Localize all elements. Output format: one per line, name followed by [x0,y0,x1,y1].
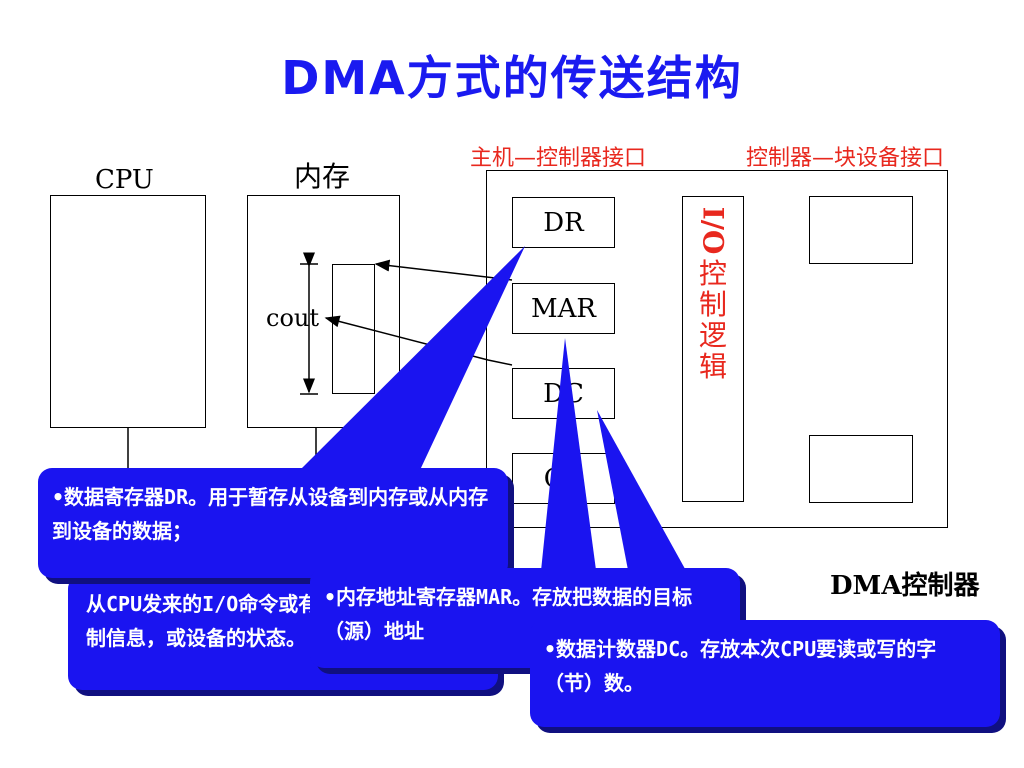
host-interface-label: 主机—控制器接口 [470,146,647,171]
device-interface-label: 控制器—块设备接口 [746,146,945,171]
memory-label: 内存 [294,160,351,193]
cpu-box [50,195,206,428]
device-interface-box-bottom [809,435,913,503]
io-logic-text: 控制逻辑 [698,257,727,383]
dr-register: DR [512,197,615,248]
page-title: DMA方式的传送结构 [281,51,743,105]
device-interface-box-top [809,196,913,264]
callout-mar: •内存地址寄存器MAR。存放把数据的目标（源）地址 [310,568,740,668]
mar-register: MAR [512,283,615,334]
cpu-label: CPU [95,165,154,195]
io-control-logic-box: I/O 控制逻辑 [682,196,744,502]
callout-dc: •数据计数器DC。存放本次CPU要读或写的字（节）数。 [530,620,1000,727]
dma-controller-label: DMA控制器 [830,571,980,601]
callout-dr: •数据寄存器DR。用于暂存从设备到内存或从内存到设备的数据； [38,468,508,578]
